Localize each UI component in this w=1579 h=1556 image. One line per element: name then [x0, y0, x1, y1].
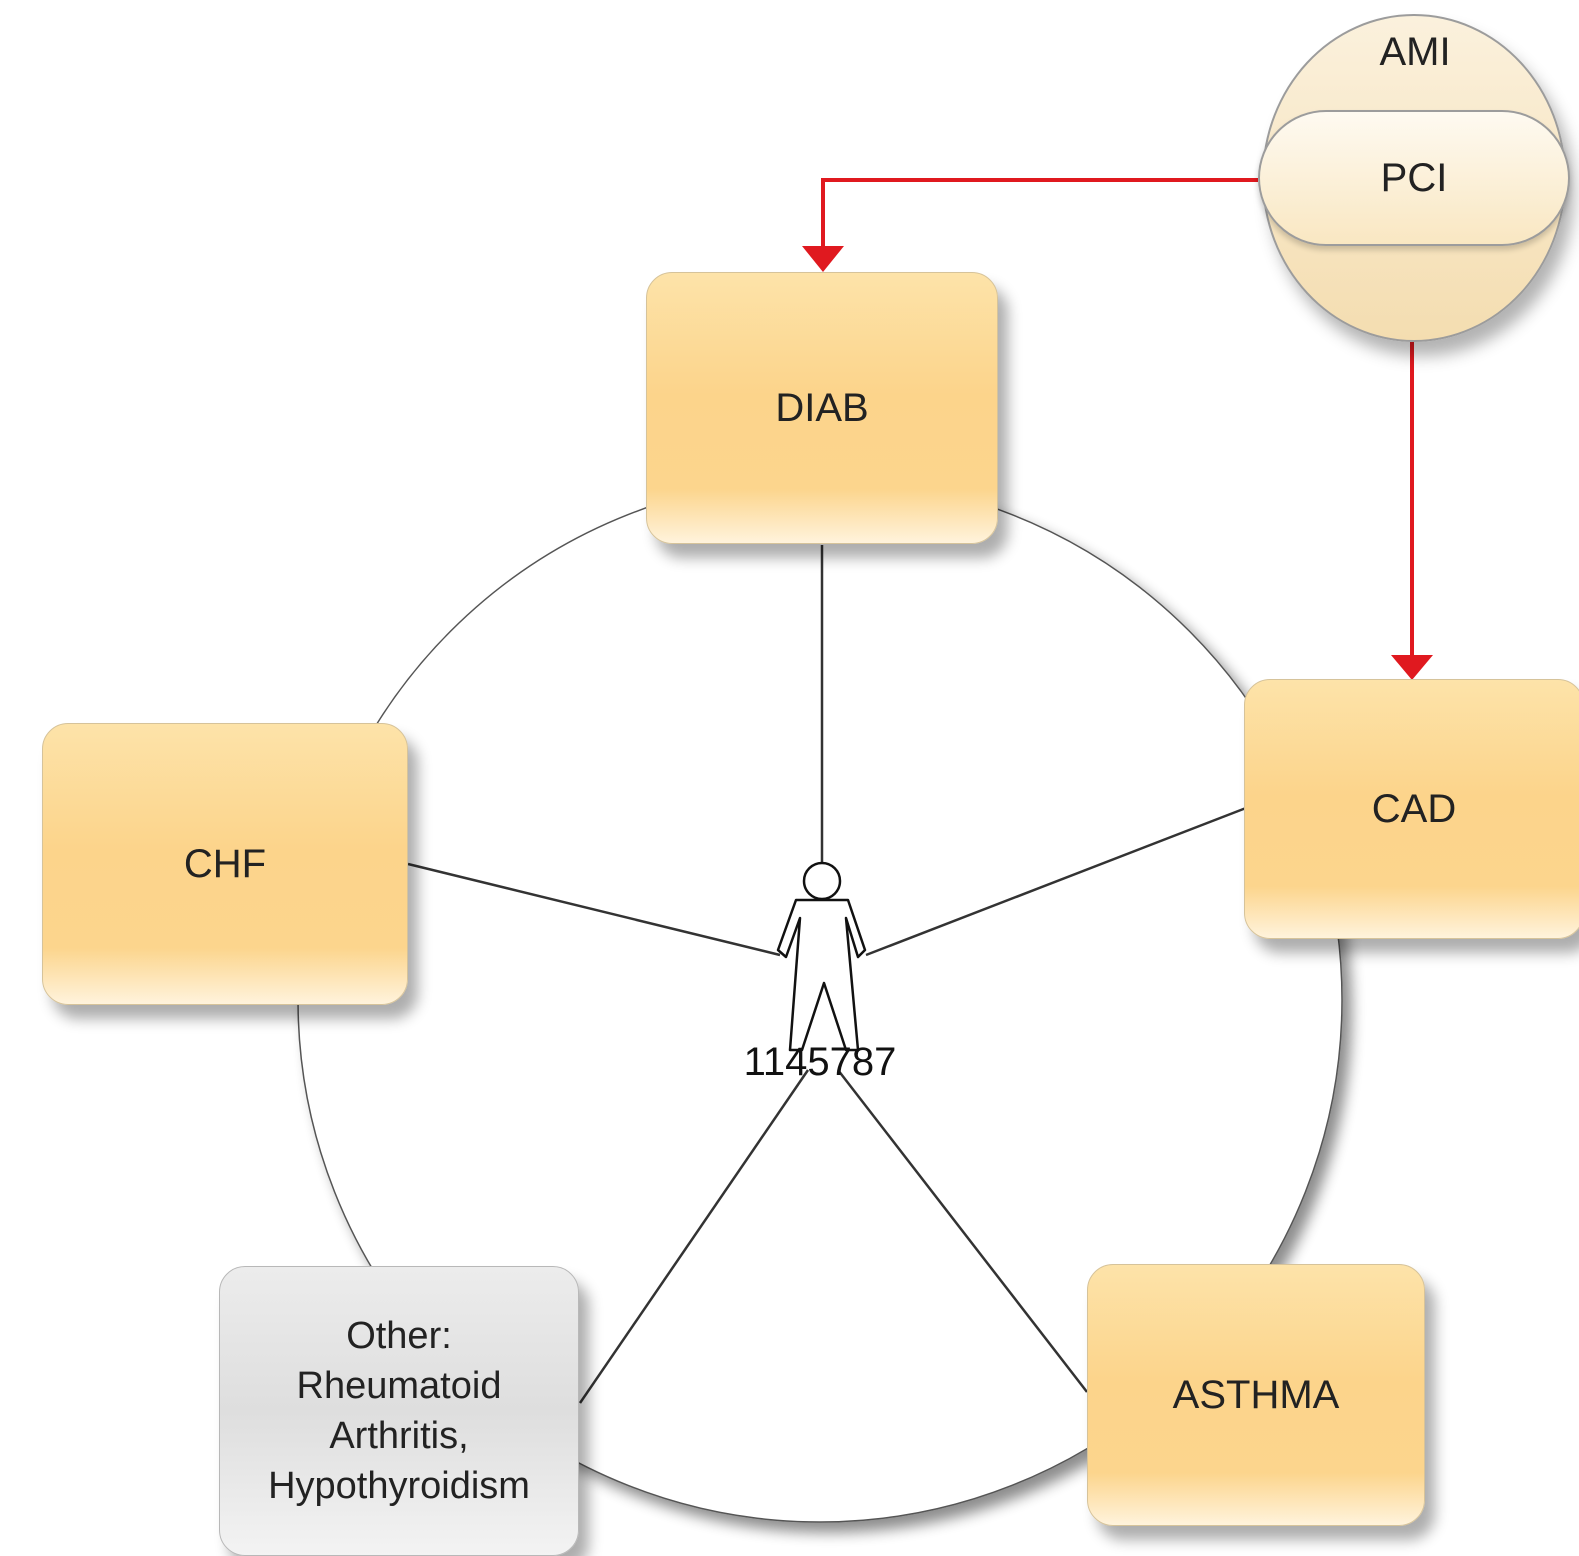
other-line: Hypothyroidism — [268, 1465, 530, 1507]
other-line: Rheumatoid — [296, 1365, 502, 1407]
asthma-node: ASTHMA — [1087, 1264, 1425, 1526]
arrow-pci-to-diab — [802, 178, 1258, 272]
connector-lines — [407, 545, 1247, 1404]
ami-label: AMI — [1379, 30, 1451, 74]
connector-asthma — [837, 1069, 1088, 1393]
pci-event-pill: PCI — [1258, 110, 1570, 246]
other-line: Arthritis, — [329, 1415, 469, 1457]
cad-node: CAD — [1244, 679, 1579, 939]
connector-cad — [865, 806, 1247, 957]
diab-node: DIAB — [646, 272, 998, 544]
other-line: Other: — [346, 1315, 452, 1357]
arrow-ami-to-cad — [1391, 342, 1433, 680]
other-conditions-node: Other: Rheumatoid Arthritis, Hypothyroid… — [219, 1266, 579, 1556]
connector-chf — [407, 862, 781, 957]
connector-other — [578, 1069, 810, 1404]
person-icon — [776, 861, 867, 1052]
patient-id-label: 1145787 — [743, 1040, 897, 1084]
chf-node: CHF — [42, 723, 408, 1005]
